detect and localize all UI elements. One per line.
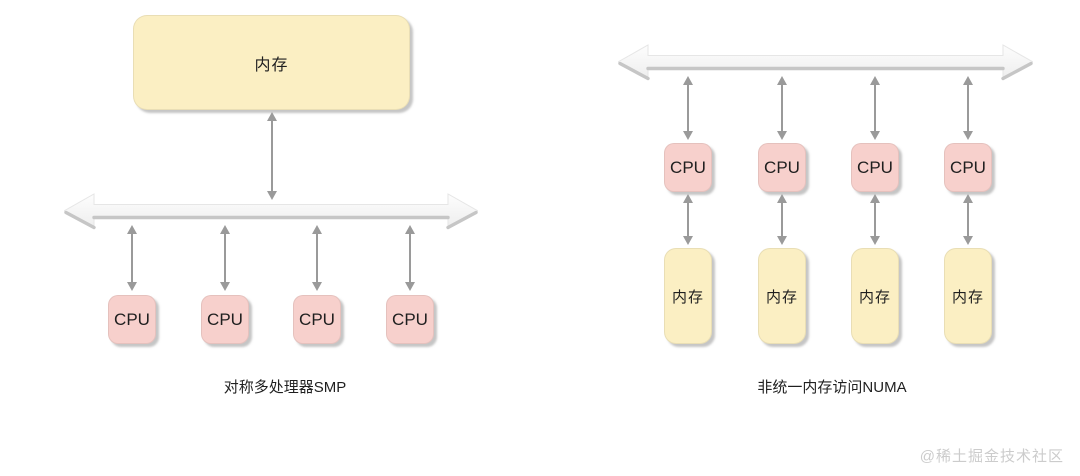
arrow-shaft (781, 83, 783, 133)
smp-bus-arrow (64, 193, 478, 230)
arrow-up-icon (870, 194, 880, 203)
cpu-label: CPU (764, 157, 800, 177)
smp-cpu-node: CPU (108, 295, 156, 344)
arrow-up-icon (963, 76, 973, 85)
smp-memory-node: 内存 (133, 15, 410, 110)
arrow-up-icon (683, 194, 693, 203)
numa-memory-node: 内存 (944, 248, 992, 344)
arrow-up-icon (777, 194, 787, 203)
numa-caption: 非统一内存访问NUMA (757, 379, 907, 396)
double-arrow-bus-cpu (867, 76, 883, 140)
numa-cpu-node: CPU (758, 143, 806, 192)
cpu-label: CPU (114, 309, 150, 329)
smp-cpu-node: CPU (386, 295, 434, 344)
arrow-shaft (687, 83, 689, 133)
arrow-down-icon (267, 191, 277, 200)
double-arrow-cpu-memory (774, 194, 790, 245)
double-arrow-cpu-memory (960, 194, 976, 245)
arrow-shaft (409, 232, 411, 284)
smp-memory-label: 内存 (254, 56, 289, 74)
double-arrow-bus-cpu (402, 225, 418, 291)
memory-label: 内存 (765, 288, 798, 306)
arrow-shaft (967, 83, 969, 133)
arrow-down-icon (683, 131, 693, 140)
double-arrow-bus-cpu (960, 76, 976, 140)
cpu-label: CPU (392, 309, 428, 329)
double-arrow-bus-cpu (124, 225, 140, 291)
arrow-down-icon (683, 236, 693, 245)
arrow-up-icon (683, 76, 693, 85)
double-arrow-memory-bus (264, 112, 280, 200)
memory-label: 内存 (951, 288, 984, 306)
arrow-down-icon (777, 236, 787, 245)
double-arrow-cpu-memory (680, 194, 696, 245)
watermark: @稀土掘金技术社区 (919, 448, 1064, 465)
arrow-down-icon (127, 282, 137, 291)
arrow-down-icon (870, 131, 880, 140)
cpu-label: CPU (299, 309, 335, 329)
memory-label: 内存 (671, 288, 704, 306)
cpu-label: CPU (857, 157, 893, 177)
arrow-up-icon (220, 225, 230, 234)
double-arrow-cpu-memory (867, 194, 883, 245)
arrow-shaft (967, 201, 969, 238)
double-arrow-bus-cpu (774, 76, 790, 140)
arrow-shaft (316, 232, 318, 284)
arrow-up-icon (963, 194, 973, 203)
arrow-up-icon (405, 225, 415, 234)
arrow-down-icon (870, 236, 880, 245)
arrow-shaft (131, 232, 133, 284)
double-arrow-bus-cpu (309, 225, 325, 291)
arrow-down-icon (220, 282, 230, 291)
arrow-up-icon (312, 225, 322, 234)
arrow-up-icon (267, 112, 277, 121)
numa-memory-node: 内存 (851, 248, 899, 344)
arrow-shaft (781, 201, 783, 238)
arrow-shaft (874, 83, 876, 133)
smp-cpu-node: CPU (293, 295, 341, 344)
arrow-up-icon (870, 76, 880, 85)
arrow-down-icon (405, 282, 415, 291)
numa-cpu-node: CPU (851, 143, 899, 192)
double-arrow-bus-cpu (217, 225, 233, 291)
numa-bus-arrow (618, 44, 1033, 81)
double-arrow-bus-cpu (680, 76, 696, 140)
numa-cpu-node: CPU (664, 143, 712, 192)
smp-cpu-node: CPU (201, 295, 249, 344)
memory-label: 内存 (858, 288, 891, 306)
arrow-down-icon (963, 131, 973, 140)
arrow-shaft (271, 119, 273, 193)
cpu-label: CPU (950, 157, 986, 177)
numa-memory-node: 内存 (664, 248, 712, 344)
cpu-label: CPU (670, 157, 706, 177)
arrow-up-icon (127, 225, 137, 234)
numa-cpu-node: CPU (944, 143, 992, 192)
arrow-shaft (687, 201, 689, 238)
arrow-shaft (224, 232, 226, 284)
arrow-shaft (874, 201, 876, 238)
smp-caption: 对称多处理器SMP (223, 379, 347, 396)
arrow-down-icon (312, 282, 322, 291)
numa-memory-node: 内存 (758, 248, 806, 344)
arrow-down-icon (777, 131, 787, 140)
cpu-label: CPU (207, 309, 243, 329)
arrow-down-icon (963, 236, 973, 245)
arrow-up-icon (777, 76, 787, 85)
